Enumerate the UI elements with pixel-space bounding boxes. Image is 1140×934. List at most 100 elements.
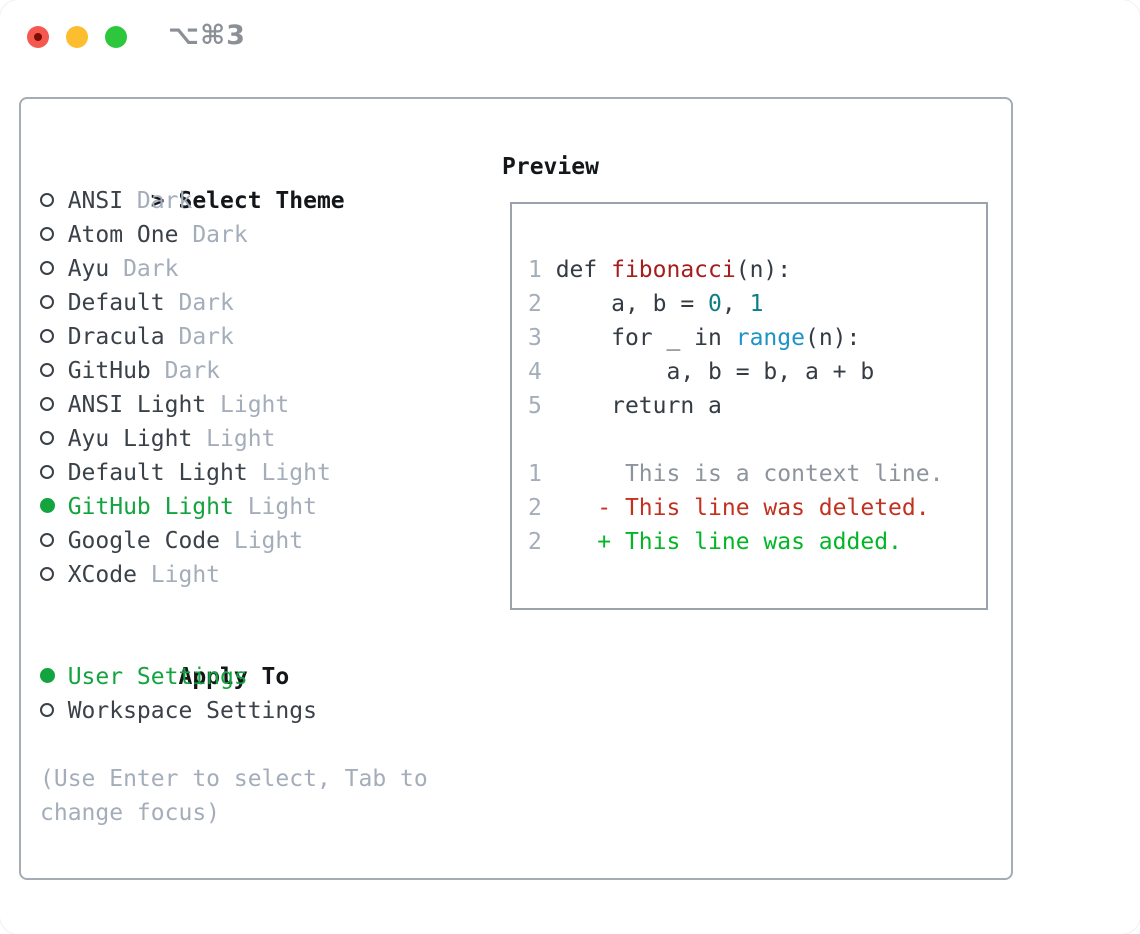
theme-name: Ayu Light <box>67 426 193 452</box>
titlebar: ⌥⌘3 <box>0 0 1140 75</box>
apply-to-title: Apply To <box>178 664 290 690</box>
theme-name: Google Code <box>67 528 221 554</box>
code-segment-code: , <box>721 291 750 317</box>
theme-variant-label: Light <box>192 426 276 452</box>
maximize-button[interactable] <box>105 26 127 48</box>
select-theme-title: Select Theme <box>178 188 345 214</box>
radio-icon <box>40 252 68 286</box>
theme-variant-label: Dark <box>178 222 248 248</box>
line-number: 2 <box>528 291 556 317</box>
theme-variant-label: Light <box>136 562 221 588</box>
theme-name: Default Light <box>67 460 248 486</box>
theme-name: Dracula <box>67 324 165 350</box>
code-line: 2 a, b = 0, 1 <box>528 287 986 321</box>
apply-option-label: Workspace Settings <box>67 698 317 724</box>
hint-text: (Use Enter to select, Tab to change focu… <box>40 766 428 826</box>
theme-variant-label: Dark <box>164 290 234 316</box>
apply-to-header-row: Apply To <box>40 626 442 690</box>
line-number: 4 <box>528 359 556 385</box>
radio-icon <box>40 524 68 558</box>
code-segment-code: a, b = b, a + b <box>555 359 875 385</box>
theme-name: ANSI <box>67 188 124 214</box>
theme-item-default[interactable]: Default Dark <box>40 286 442 320</box>
window-title: ⌥⌘3 <box>168 20 246 51</box>
radio-icon <box>40 218 68 252</box>
theme-name: GitHub Light <box>67 494 234 520</box>
theme-item-atom-one[interactable]: Atom One Dark <box>40 218 442 252</box>
theme-variant-label: Light <box>220 528 304 554</box>
line-number: 1 <box>528 461 556 487</box>
theme-item-github[interactable]: GitHub Dark <box>40 354 442 388</box>
theme-name: Atom One <box>67 222 179 248</box>
line-number: 5 <box>528 393 556 419</box>
theme-variant-label: Light <box>247 460 331 486</box>
code-line: 3 for _ in range(n): <box>528 321 986 355</box>
radio-icon <box>40 388 68 422</box>
close-button[interactable] <box>27 26 49 48</box>
theme-name: XCode <box>67 562 137 588</box>
code-segment-context: This is a context line. <box>555 461 944 487</box>
theme-name: ANSI Light <box>67 392 207 418</box>
line-number: 3 <box>528 325 556 351</box>
code-segment-number: 0 <box>708 291 722 317</box>
minimize-button[interactable] <box>66 26 88 48</box>
radio-selected-icon <box>40 490 68 524</box>
radio-icon <box>40 184 68 218</box>
radio-icon <box>40 694 68 728</box>
theme-item-github-light[interactable]: GitHub Light Light <box>40 490 442 524</box>
cursor-indicator: > <box>150 188 165 214</box>
theme-variant-label: Dark <box>109 256 179 282</box>
code-segment-deleted: - This line was deleted. <box>555 495 930 521</box>
code-segment-code: return a <box>555 393 722 419</box>
code-line: 4 a, b = b, a + b <box>528 355 986 389</box>
line-number: 1 <box>528 257 556 283</box>
spacer <box>40 728 442 762</box>
theme-name: Default <box>67 290 165 316</box>
theme-item-ayu[interactable]: Ayu Dark <box>40 252 442 286</box>
code-line: 1 This is a context line. <box>528 457 986 491</box>
code-segment-code: a, b = <box>555 291 709 317</box>
radio-icon <box>40 320 68 354</box>
code-line: 5 return a <box>528 389 986 423</box>
code-line: 2 - This line was deleted. <box>528 491 986 525</box>
theme-item-ansi-light[interactable]: ANSI Light Light <box>40 388 442 422</box>
code-segment-builtin: range <box>735 325 805 351</box>
theme-variant-label: Dark <box>164 324 234 350</box>
code-segment-code: for _ in <box>555 325 736 351</box>
radio-icon <box>40 354 68 388</box>
theme-name: GitHub <box>67 358 151 384</box>
preview-title: Preview <box>502 154 599 180</box>
code-segment-code: (n): <box>804 325 861 351</box>
radio-icon <box>40 422 68 456</box>
spacer <box>40 592 442 626</box>
theme-item-ansi[interactable]: ANSI Dark <box>40 184 442 218</box>
radio-icon <box>40 286 68 320</box>
apply-option-workspace-settings[interactable]: Workspace Settings <box>40 694 442 728</box>
code-line: 2 + This line was added. <box>528 525 986 559</box>
theme-item-xcode[interactable]: XCode Light <box>40 558 442 592</box>
select-theme-header-row: > Select Theme <box>40 150 442 214</box>
theme-item-google-code[interactable]: Google Code Light <box>40 524 442 558</box>
theme-item-dracula[interactable]: Dracula Dark <box>40 320 442 354</box>
apply-option-user-settings[interactable]: User Settings <box>40 660 442 694</box>
code-line: 1 def fibonacci(n): <box>528 253 986 287</box>
theme-item-default-light[interactable]: Default Light Light <box>40 456 442 490</box>
code-line <box>528 423 986 457</box>
radio-icon <box>40 558 68 592</box>
code-segment-code: def <box>555 257 612 283</box>
code-segment-code: (n): <box>735 257 792 283</box>
code-segment-added: + This line was added. <box>555 529 902 555</box>
radio-icon <box>40 456 68 490</box>
theme-variant-label: Dark <box>123 188 193 214</box>
theme-variant-label: Light <box>206 392 290 418</box>
apply-option-label: User Settings <box>67 664 248 690</box>
code-segment-func: fibonacci <box>611 257 736 283</box>
theme-variant-label: Dark <box>150 358 221 384</box>
theme-item-ayu-light[interactable]: Ayu Light Light <box>40 422 442 456</box>
